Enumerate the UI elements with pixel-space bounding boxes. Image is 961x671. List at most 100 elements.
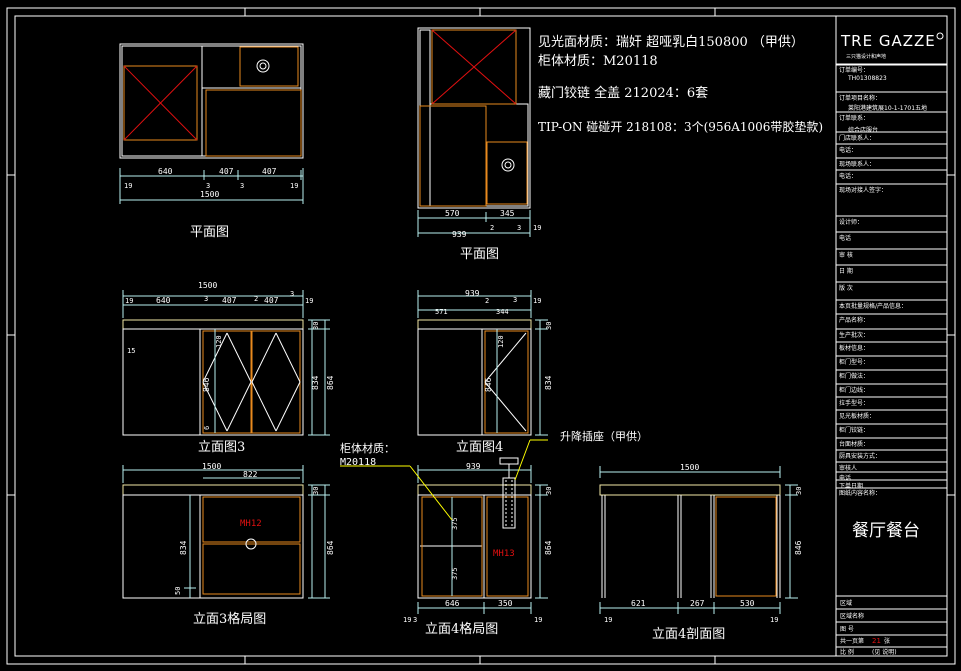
elev3-d7: 19 — [305, 297, 313, 305]
layout3-v1: 30 — [312, 487, 320, 495]
elev4-total: 939 — [465, 289, 480, 298]
title-block-row-label: 现场联系人： — [839, 160, 875, 168]
title-block-row-label: 柜门边线： — [839, 386, 869, 394]
plan1-dim-3a: 3 — [206, 182, 210, 190]
elev3-v2: 834 — [311, 375, 320, 390]
section4-title: 立面4剖面图 — [652, 627, 725, 642]
layout4-title: 立面4格局图 — [425, 621, 498, 637]
drawing-name: 餐厅餐台 — [852, 521, 920, 541]
footer-area-value: 区域名称 — [840, 612, 864, 620]
title-block-row-label: 拉手型号： — [839, 399, 869, 407]
elev3-h2: 846 — [202, 377, 211, 392]
footer-area-label: 区域 — [840, 599, 852, 607]
drawing-name-label: 图纸内容名称： — [839, 489, 881, 497]
layout-elevation-3: 1500 822 MH12 834 50 30 864 立面3格局图 — [122, 462, 335, 627]
elev3-d3: 407 — [222, 296, 237, 305]
elev3-d4: 2 — [254, 295, 258, 303]
elev3-d6: 3 — [290, 290, 294, 298]
layout4-sub-646: 646 — [445, 599, 460, 608]
title-block-row-label: 电话 — [839, 474, 851, 482]
section4-sub-621: 621 — [631, 599, 646, 608]
plan-view-2: 570 345 2 3 19 939 平面图 — [417, 27, 541, 262]
title-block-row-label: 产品名称： — [839, 316, 869, 324]
elev4-d19: 19 — [533, 297, 541, 305]
title-block-row-label: 台面材质： — [839, 440, 869, 448]
title-block-row-label: 柜门做法： — [839, 372, 869, 380]
elev4-sub-571: 571 — [435, 308, 448, 316]
plan2-dim-19: 19 — [533, 224, 541, 232]
title-block-row-label: 订单联系： — [839, 114, 869, 122]
layout3-total: 1500 — [202, 462, 221, 471]
brand-logo-sub: 三只猫设计和声地 — [846, 53, 886, 60]
elev4-title: 立面图4 — [456, 440, 503, 455]
plan1-dim-640: 640 — [158, 167, 173, 176]
layout3-h: 834 — [179, 540, 188, 555]
section4-small-19a: 19 — [604, 616, 612, 624]
plan1-dim-3b: 3 — [240, 182, 244, 190]
project-value: 莱阳港建筑展10-1-1701五地 — [848, 104, 927, 112]
plan1-dim-19a: 19 — [124, 182, 132, 190]
section4-v1: 30 — [795, 487, 803, 495]
title-block-row-label: 电话： — [839, 146, 857, 154]
title-block-row-label: 电话 — [839, 234, 851, 242]
elev3-left: 15 — [127, 347, 135, 355]
elev4-h1: 120 — [497, 335, 505, 348]
footer-drawing-no: 图 号 — [840, 626, 854, 633]
layout4-h2: 375 — [451, 567, 459, 580]
footer-scale-label: 比 例 — [840, 648, 854, 656]
elev3-h1: 120 — [215, 335, 223, 348]
spec-notes: 见光面材质：瑞奸 超哑乳白150800 （甲供） 柜体材质：M20118 藏门铰… — [538, 34, 823, 134]
elevation-4: 939 2 3 19 571 344 120 846 30 834 立面图4 — [417, 289, 553, 455]
layout4-small-3: 3 — [413, 616, 417, 624]
plan2-title: 平面图 — [460, 247, 499, 262]
title-block-row-label: 厨具安装方式： — [839, 452, 881, 460]
callouts: 柜体材质： M20118 升降插座（甲供） — [340, 429, 648, 521]
layout4-v1: 30 — [545, 487, 553, 495]
section4-sub-267: 267 — [690, 599, 705, 608]
note-line-2: 柜体材质：M20118 — [538, 54, 658, 69]
title-block-row-label: 见光板材质： — [839, 412, 875, 420]
callout-material-label: 柜体材质： — [340, 441, 395, 455]
callout-socket: 升降插座（甲供） — [560, 429, 648, 443]
elev3-h3: 6 — [203, 426, 211, 430]
title-block-row-label: 版 次 — [839, 284, 853, 292]
title-block: TRE GAZZE 三只猫设计和声地 订单编号： 订单项目名称： 订单联系： 门店联系… — [835, 15, 948, 657]
plan2-dim-2: 2 — [490, 224, 494, 232]
brand-logo: TRE GAZZE — [840, 32, 936, 50]
title-block-row-label: 设计师： — [839, 218, 863, 226]
layout3-v2: 864 — [326, 540, 335, 555]
plan2-total: 939 — [452, 230, 467, 239]
title-block-row-label: 门店联系人： — [839, 134, 875, 142]
note-line-3: 藏门铰链 全盖 212024：6套 — [538, 85, 708, 101]
title-block-row-label: 审核人 — [839, 464, 857, 472]
title-block-row-label: 订单项目名称： — [839, 94, 881, 102]
layout4-small-19a: 19 — [403, 616, 411, 624]
section-4: 1500 621 267 530 19 19 30 846 立面4剖面图 — [599, 463, 803, 642]
registered-mark-icon — [936, 32, 944, 40]
section4-total: 1500 — [680, 463, 699, 472]
plan2-dim-570: 570 — [445, 209, 460, 218]
plan2-dim-345: 345 — [500, 209, 515, 218]
plan1-dim-19b: 19 — [290, 182, 298, 190]
plan1-dim-407b: 407 — [262, 167, 277, 176]
elev4-v1: 30 — [545, 322, 553, 330]
section4-small-19b: 19 — [770, 616, 778, 624]
plan-view-1: 640 407 407 19 3 3 19 1500 平面图 — [119, 43, 304, 240]
title-block-row-label: 柜门铰链： — [839, 426, 869, 434]
title-block-rows: 订单编号：订单项目名称：订单联系：门店联系人：电话：现场联系人：电话：现场对接人… — [836, 63, 947, 490]
title-block-row-label: 订单编号： — [839, 66, 869, 74]
elev3-d5: 407 — [264, 296, 279, 305]
elev4-h2: 846 — [484, 377, 493, 392]
layout3-sub: 822 — [243, 470, 258, 479]
title-block-row-label: 日 期 — [839, 267, 853, 275]
elev3-d1: 640 — [156, 296, 171, 305]
title-block-row-label: 现场对接人签字： — [839, 186, 887, 194]
layout4-v: 864 — [544, 540, 553, 555]
footer-pages-label: 共一页第 — [840, 637, 864, 645]
frame-ticks — [7, 8, 955, 664]
elev3-title: 立面图3 — [198, 440, 245, 455]
plan2-dim-3: 3 — [517, 224, 521, 232]
elev4-d3: 3 — [513, 296, 517, 304]
layout-elevation-4: 939 MH13 375 375 646 350 19 3 19 30 864 … — [403, 457, 553, 637]
